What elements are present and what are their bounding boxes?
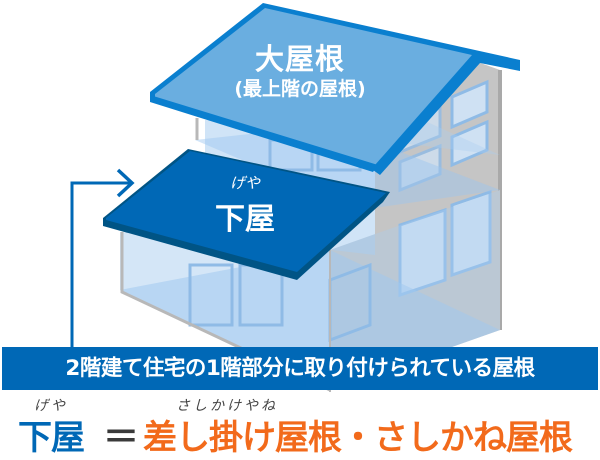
pointer-arrow-line bbox=[70, 181, 130, 347]
explanation-banner: 2階建て住宅の1階部分に取り付けられている屋根 bbox=[2, 347, 598, 390]
lower-roof bbox=[106, 151, 386, 272]
term-synonym: 差し掛け屋根・さしかね屋根 bbox=[143, 418, 573, 458]
synonym-ruby: さしかけやね bbox=[176, 398, 278, 414]
lower-roof-ruby: げや bbox=[229, 174, 260, 192]
equals-sign: ＝ bbox=[103, 417, 140, 458]
term-geya: 下屋 bbox=[18, 418, 85, 458]
arrow-head-icon bbox=[116, 168, 135, 198]
upper-roof-label: 大屋根 bbox=[254, 42, 345, 76]
definition-row: げや さしかけやね 下屋 ＝ 差し掛け屋根・さしかね屋根 bbox=[0, 392, 600, 458]
upper-roof bbox=[155, 8, 472, 165]
upper-roof-sublabel: (最上階の屋根) bbox=[234, 78, 366, 100]
term-ruby: げや bbox=[34, 398, 68, 414]
lower-roof-label: 下屋 bbox=[215, 202, 275, 237]
